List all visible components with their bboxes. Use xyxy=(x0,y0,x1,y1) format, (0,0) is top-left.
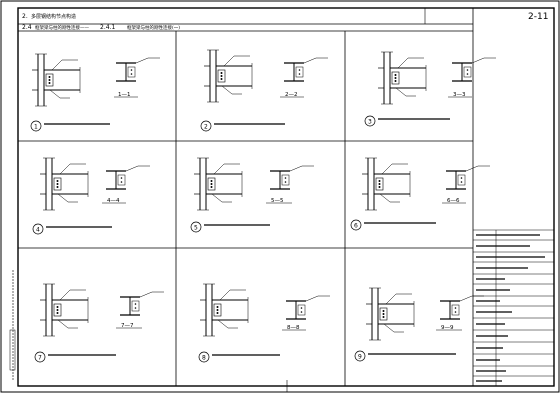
subheading-text: 框架梁与柱的刚性连接—— xyxy=(35,24,89,31)
subheading-number: 2.4 xyxy=(22,24,32,31)
inner-frame xyxy=(17,7,555,387)
detail-number-circle xyxy=(198,351,210,363)
detail-number: 9 xyxy=(358,354,362,361)
subsection-text: 框架梁与柱的刚性连接(一) xyxy=(127,24,180,31)
detail-number-circle xyxy=(200,120,212,132)
section-label: 9—9 xyxy=(441,325,454,331)
detail-number-circle xyxy=(350,219,362,231)
title-block xyxy=(473,229,554,386)
detail-panel-2: 2—2 2 xyxy=(200,49,329,132)
detail-panel-1: 1—1 1 xyxy=(30,53,161,132)
detail-panel-7: 7—7 7 xyxy=(34,283,165,363)
title-block-scribbles xyxy=(476,234,545,382)
section-label: 1—1 xyxy=(118,92,131,98)
detail-number: 8 xyxy=(202,355,206,362)
detail-number: 6 xyxy=(354,223,358,230)
section-label: 3—3 xyxy=(453,92,466,98)
section-label: 6—6 xyxy=(447,198,460,204)
detail-number-circle xyxy=(364,115,376,127)
section-title-cn: 多层钢结构节点构造 xyxy=(31,13,76,20)
detail-number-circle xyxy=(354,350,366,362)
detail-number: 7 xyxy=(38,355,42,362)
detail-number-circle xyxy=(34,351,46,363)
section-label: 4—4 xyxy=(107,198,120,204)
section-title: 2. xyxy=(22,13,28,20)
subsection-number: 2.4.1 xyxy=(100,24,115,31)
detail-number-circle xyxy=(30,120,42,132)
detail-number: 4 xyxy=(36,227,40,234)
detail-panel-9: 9—9 9 xyxy=(354,287,485,362)
detail-number: 5 xyxy=(194,225,198,232)
section-label: 8—8 xyxy=(287,325,300,331)
detail-panel-6: 6—6 6 xyxy=(350,157,491,231)
detail-number-circle xyxy=(190,221,202,233)
section-label: 5—5 xyxy=(271,198,284,204)
detail-panel-4: 4—4 4 xyxy=(32,157,151,235)
detail-panel-5: 5—5 5 xyxy=(190,157,315,233)
section-label: 7—7 xyxy=(121,323,134,329)
detail-panel-3: 3—3 3 xyxy=(364,51,497,127)
binding-mark xyxy=(9,329,16,371)
detail-number: 3 xyxy=(368,119,372,126)
detail-panel-8: 8—8 8 xyxy=(198,283,331,363)
page-number: 2-11 xyxy=(528,12,548,22)
detail-number: 1 xyxy=(34,124,38,131)
detail-number: 2 xyxy=(204,124,208,131)
section-label: 2—2 xyxy=(285,92,298,98)
detail-number-circle xyxy=(32,223,44,235)
